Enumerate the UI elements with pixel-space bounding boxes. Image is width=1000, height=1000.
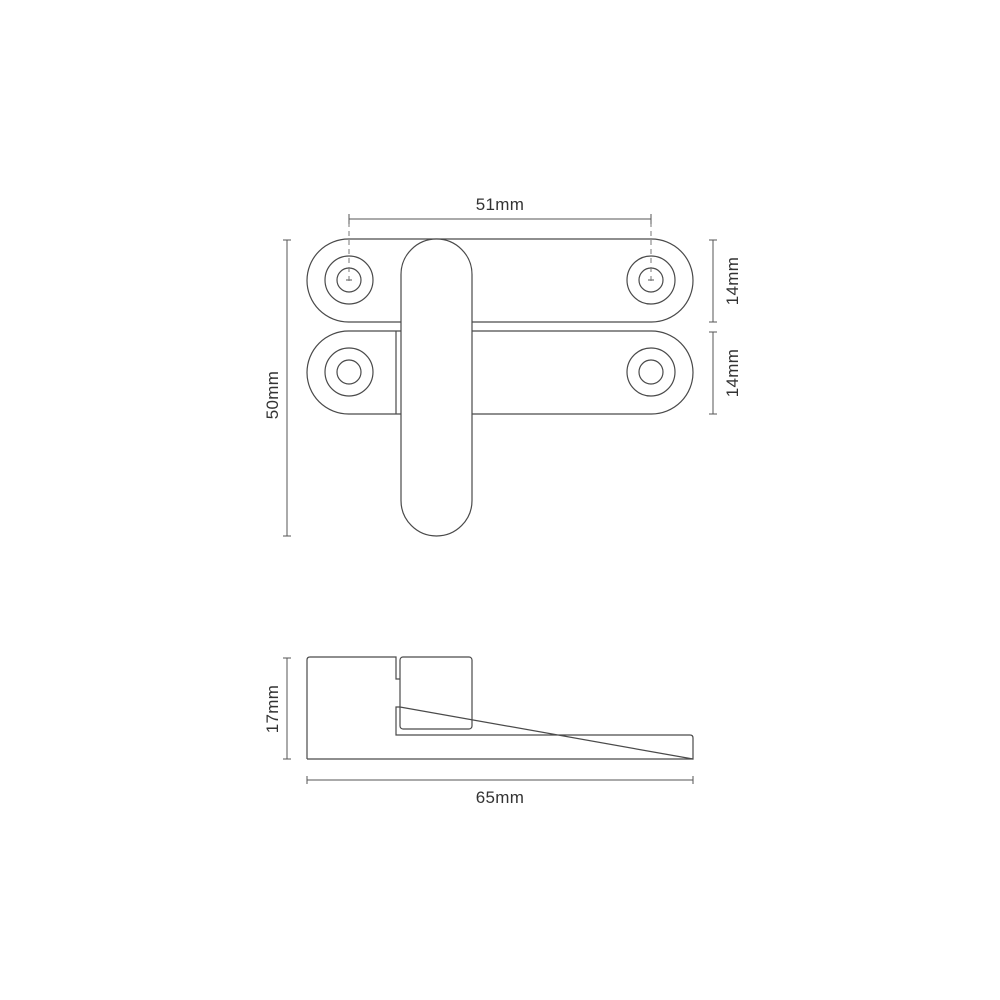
- latch-handle: [400, 238, 473, 537]
- top-plate: [306, 238, 694, 323]
- side-view: 17mm 65mm: [263, 656, 694, 807]
- dimension-side-height: 17mm: [263, 657, 291, 760]
- side-height-label: 17mm: [263, 685, 282, 733]
- bottom-plate: [306, 330, 694, 415]
- side-length-label: 65mm: [476, 788, 524, 807]
- overall-height-label: 50mm: [263, 371, 282, 419]
- top-view: 51mm 50mm 14mm 14mm: [263, 195, 742, 537]
- side-base-profile: [306, 656, 694, 760]
- bottom-plate-height-label: 14mm: [723, 349, 742, 397]
- dimension-side-length: 65mm: [306, 776, 694, 807]
- bottom-right-screw-hole: [626, 347, 676, 397]
- bottom-left-screw-hole: [324, 347, 374, 397]
- dimension-hole-spacing: 51mm: [348, 195, 652, 224]
- top-plate-height-label: 14mm: [723, 257, 742, 305]
- side-handle-block: [399, 656, 473, 730]
- dimension-overall-height: 50mm: [263, 239, 291, 537]
- hole-spacing-label: 51mm: [476, 195, 524, 214]
- dimension-bottom-plate-height: 14mm: [709, 331, 742, 415]
- dimension-top-plate-height: 14mm: [709, 239, 742, 323]
